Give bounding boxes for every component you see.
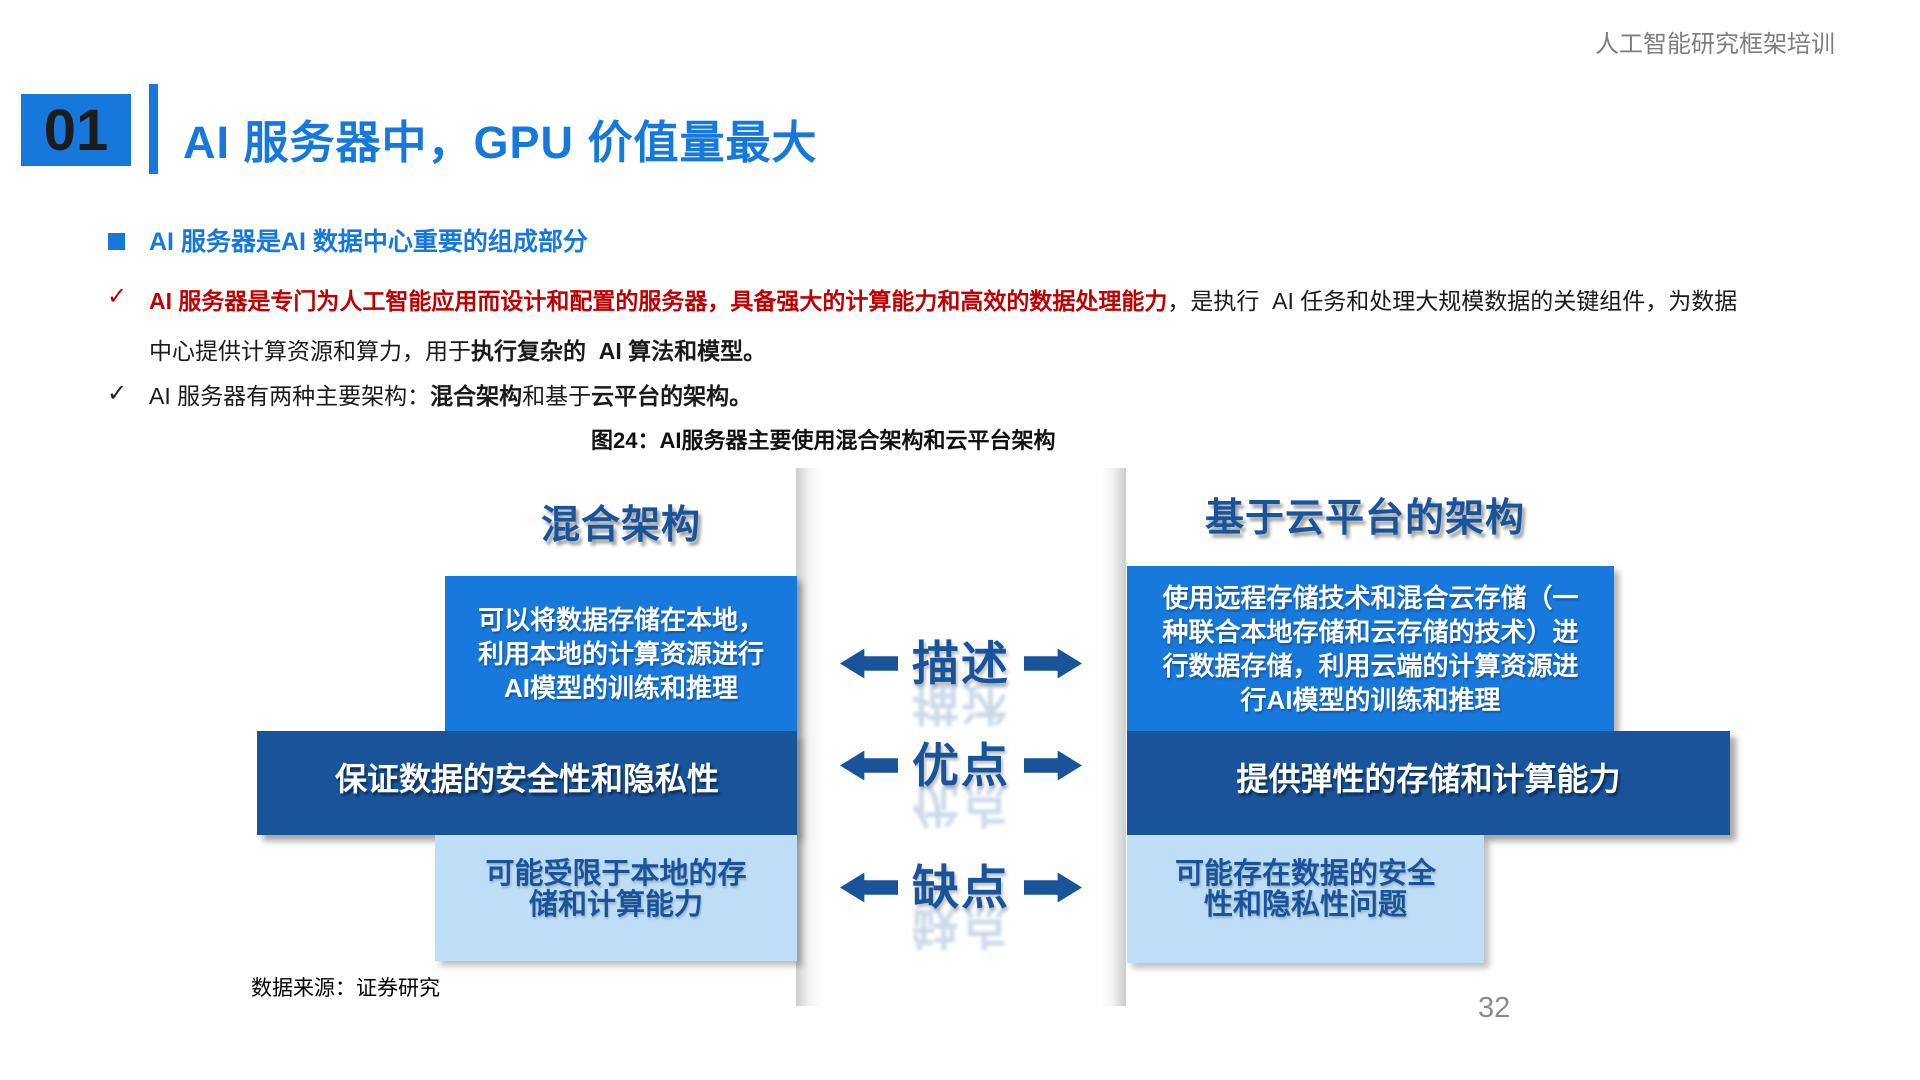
arrow-left-icon <box>840 750 898 781</box>
bullet-paragraph-2: AI 服务器有两种主要架构：混合架构和基于云平台的架构。 <box>149 377 1649 411</box>
right-description-line: 行AI模型的训练和推理 <box>1240 684 1501 715</box>
arrow-right-icon <box>1024 648 1082 679</box>
right-description-line: 行数据存储，利用云端的计算资源进 <box>1162 650 1579 681</box>
row-label-wrap: 缺点 缺点 <box>912 861 1010 953</box>
arrow-right-icon <box>1024 750 1082 781</box>
arrow-left-icon <box>840 648 898 679</box>
compare-row-disadvantage: 缺点 缺点 <box>800 861 1122 953</box>
compare-row-description: 描述 描述 <box>800 637 1122 729</box>
arrow-right-icon <box>1024 872 1082 903</box>
compare-row-advantage: 优点 优点 <box>800 739 1122 831</box>
row-label-wrap: 描述 描述 <box>912 637 1010 729</box>
paragraph-2-normal-text: AI 服务器有两种主要架构： <box>149 383 431 409</box>
bullet-square-icon <box>108 233 125 250</box>
left-description-box: 可以将数据存储在本地， 利用本地的计算资源进行 AI模型的训练和推理 <box>445 576 797 731</box>
right-column-header: 基于云平台的架构 <box>1204 497 1525 540</box>
paragraph-1-red-text: AI 服务器是专门为人工智能应用而设计和配置的服务器，具备强大的计算能力和高效的… <box>149 288 1168 314</box>
bullet-paragraph-1: AI 服务器是专门为人工智能应用而设计和配置的服务器，具备强大的计算能力和高效的… <box>149 276 1739 376</box>
check-icon: ✓ <box>107 380 128 407</box>
left-column-header: 混合架构 <box>540 504 701 547</box>
row-label-wrap: 优点 优点 <box>912 739 1010 831</box>
deck-title: 人工智能研究框架培训 <box>1595 31 1835 58</box>
page-title: AI 服务器中，GPU 价值量最大 <box>183 117 818 168</box>
figure-title: 图24：AI服务器主要使用混合架构和云平台架构 <box>591 428 1056 453</box>
right-advantage-box: 提供弹性的存储和计算能力 <box>1127 731 1730 835</box>
left-description-line: 利用本地的计算资源进行 <box>477 638 764 669</box>
paragraph-2-bold-text: 云平台的架构。 <box>591 383 753 409</box>
paragraph-2-bold-text: 混合架构 <box>430 383 523 409</box>
row-label: 缺点 <box>912 861 1010 914</box>
right-disadvantage-box: 可能存在数据的安全 性和隐私性问题 <box>1127 835 1484 963</box>
left-advantage-text: 保证数据的安全性和隐私性 <box>334 761 719 797</box>
right-description-line: 使用远程存储技术和混合云存储（一 <box>1162 582 1579 613</box>
right-disadvantage-line: 性和隐私性问题 <box>1203 889 1407 921</box>
title-accent-bar <box>149 84 158 174</box>
left-disadvantage-line: 可能受限于本地的存 <box>485 858 747 890</box>
left-description-line: AI模型的训练和推理 <box>503 672 738 703</box>
left-description-line: 可以将数据存储在本地， <box>477 604 764 635</box>
row-label: 优点 <box>912 739 1010 792</box>
arrow-left-icon <box>840 872 898 903</box>
section-number-badge: 01 <box>21 94 131 166</box>
check-icon: ✓ <box>107 283 128 310</box>
left-disadvantage-line: 储和计算能力 <box>528 889 703 921</box>
left-advantage-box: 保证数据的安全性和隐私性 <box>257 731 797 835</box>
paragraph-1-bold-text: 执行复杂的 AI 算法和模型。 <box>471 338 767 364</box>
right-advantage-text: 提供弹性的存储和计算能力 <box>1236 761 1621 797</box>
row-label: 描述 <box>912 637 1010 690</box>
section-number: 01 <box>43 97 109 163</box>
center-divider-band <box>796 468 1126 1006</box>
right-description-box: 使用远程存储技术和混合云存储（一 种联合本地存储和云存储的技术）进 行数据存储，… <box>1127 566 1614 731</box>
left-disadvantage-box: 可能受限于本地的存 储和计算能力 <box>435 835 797 961</box>
right-disadvantage-line: 可能存在数据的安全 <box>1174 858 1436 890</box>
section-heading: AI 服务器是AI 数据中心重要的组成部分 <box>149 228 588 256</box>
data-source-note: 数据来源：证券研究 <box>251 977 440 1000</box>
paragraph-1-normal-text: ，是执行 AI 任务和处理大规模数据的关键组件，为数据中心提供计算资源和算力，用… <box>149 288 1738 364</box>
paragraph-2-normal-text: 和基于 <box>522 383 592 409</box>
right-description-line: 种联合本地存储和云存储的技术）进 <box>1162 616 1579 647</box>
page-number: 32 <box>1478 992 1511 1024</box>
